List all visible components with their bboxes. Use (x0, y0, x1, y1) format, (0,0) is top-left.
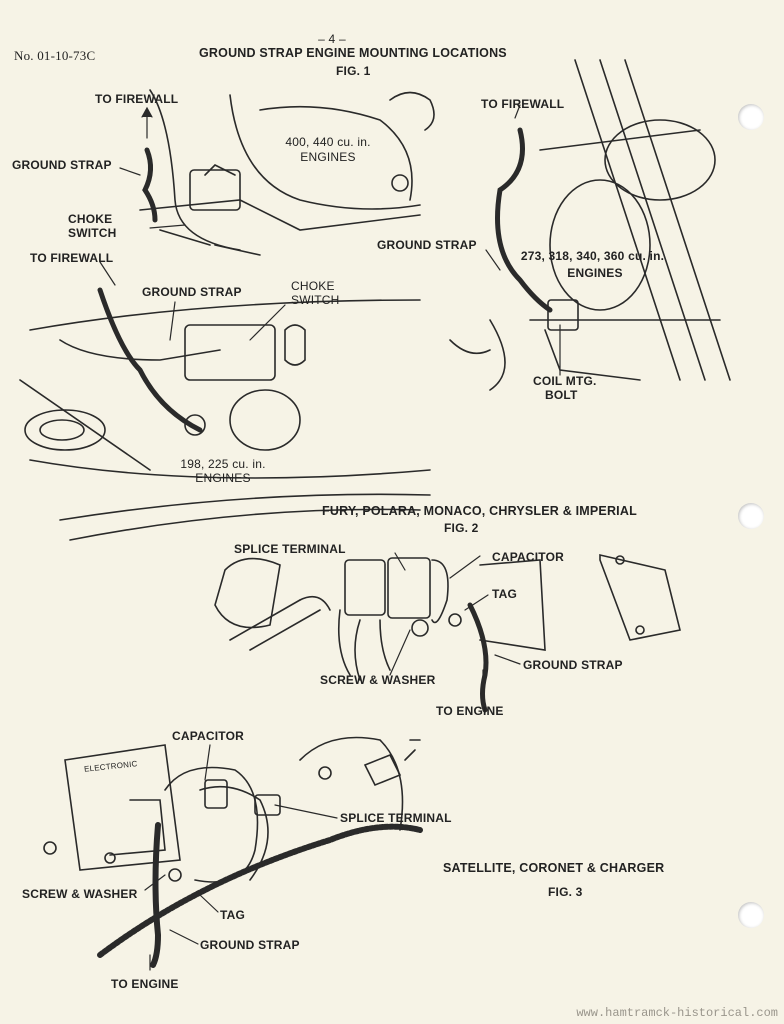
fig1-right-drawing (449, 59, 731, 391)
fig3-label: FIG. 3 (548, 885, 583, 899)
fig1-r-bolt-label: BOLT (545, 388, 578, 402)
leader-lines (99, 104, 561, 971)
fig1-r-ground-strap-label: GROUND STRAP (377, 238, 477, 252)
fig1-r-to-firewall-label: TO FIREWALL (481, 97, 565, 111)
fig2-label: FIG. 2 (444, 521, 479, 535)
fig1-bl-switch-label: SWITCH (291, 293, 340, 307)
fig2-screw-washer-label: SCREW & WASHER (320, 673, 436, 687)
fig2-tag-label: TAG (492, 587, 518, 601)
fig3-to-engine-label: TO ENGINE (111, 977, 179, 991)
fig1-topleft-drawing (139, 89, 435, 256)
watermark: www.hamtramck-historical.com (576, 1006, 778, 1020)
fig1-r-engines-label: ENGINES (567, 266, 623, 280)
fig2-capacitor-label: CAPACITOR (492, 550, 565, 564)
page-number: – 4 – (318, 32, 346, 46)
fig3-capacitor-label: CAPACITOR (172, 729, 245, 743)
fig1-r-coil-label: COIL MTG. (533, 374, 597, 388)
fig1-bl-choke-label: CHOKE (291, 279, 335, 293)
fig1-r-engines-size: 273, 318, 340, 360 cu. in. (520, 249, 665, 263)
fig1-tl-engines-size: 400, 440 cu. in. (285, 135, 371, 149)
fig1-tl-switch-label: SWITCH (68, 226, 117, 240)
binder-hole-middle (738, 503, 764, 529)
fig3-title: SATELLITE, CORONET & CHARGER (443, 861, 665, 875)
fig2-drawing (214, 553, 681, 713)
fig1-bl-engines-label: ENGINES (195, 471, 251, 485)
fig3-ground-strap-label: GROUND STRAP (200, 938, 300, 952)
fig3-screw-washer-label: SCREW & WASHER (22, 887, 138, 901)
fig1-tl-choke-label: CHOKE (68, 212, 113, 226)
fig2-to-engine-label: TO ENGINE (436, 704, 504, 718)
fig1-label: FIG. 1 (336, 64, 371, 78)
fig2-splice-terminal-label: SPLICE TERMINAL (234, 542, 346, 556)
fig1-bl-ground-strap-label: GROUND STRAP (142, 285, 242, 299)
fig3-drawing (43, 736, 423, 968)
binder-hole-bottom (738, 902, 764, 928)
document-number: No. 01-10-73C (14, 48, 96, 63)
fig1-tl-ground-strap-label: GROUND STRAP (12, 158, 112, 172)
fig1-tl-to-firewall-label: TO FIREWALL (95, 92, 179, 106)
fig2-title: FURY, POLARA, MONACO, CHRYSLER & IMPERIA… (322, 504, 637, 518)
fig1-bottomleft-drawing (19, 287, 431, 541)
fig3-splice-terminal-label: SPLICE TERMINAL (340, 811, 452, 825)
fig2-ground-strap-label: GROUND STRAP (523, 658, 623, 672)
page-title: GROUND STRAP ENGINE MOUNTING LOCATIONS (199, 46, 507, 60)
fig1-bl-to-firewall-label: TO FIREWALL (30, 251, 114, 265)
binder-hole-top (738, 104, 764, 130)
fig1-tl-engines-label: ENGINES (300, 150, 356, 164)
fig1-bl-engines-size: 198, 225 cu. in. (180, 457, 266, 471)
fig3-tag-label: TAG (220, 908, 246, 922)
